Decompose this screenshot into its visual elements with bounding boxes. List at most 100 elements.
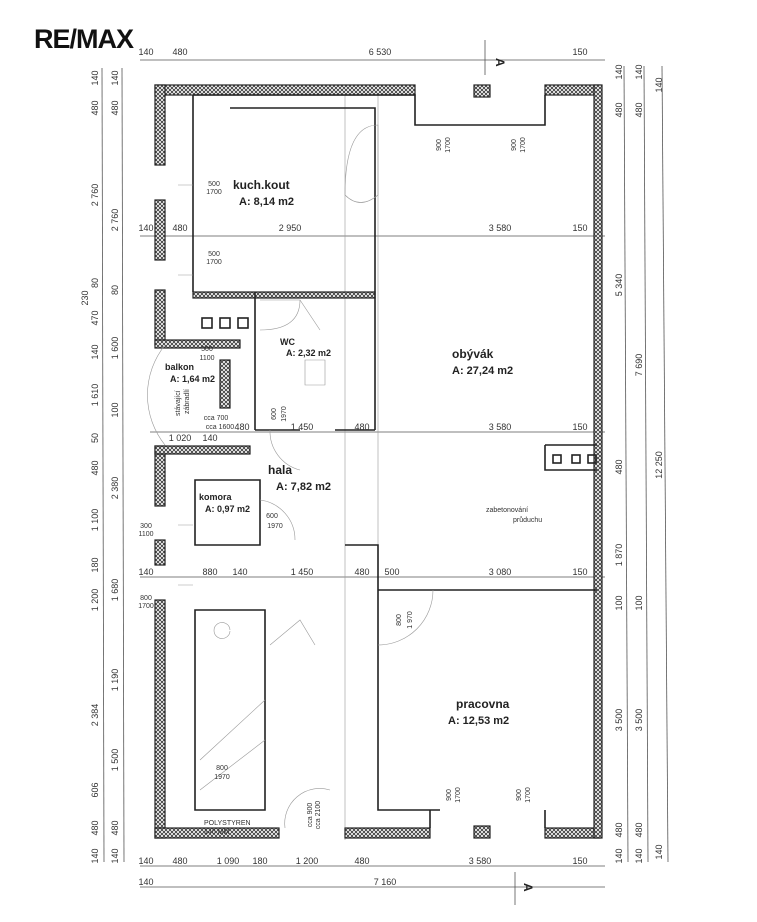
section-marker-bottom: A [521, 883, 535, 892]
room-balcony-name: balkon [165, 362, 194, 372]
dim-label-row4: 140 [138, 567, 153, 577]
dim-label-row3: 3 580 [489, 422, 512, 432]
dim-label-right1: 140 [614, 848, 624, 863]
dim-label-left1: 2 760 [90, 184, 100, 207]
room-hall-area: A: 7,82 m2 [276, 481, 331, 493]
dim-label-right2: 3 500 [634, 709, 644, 732]
note-railing-2: zábradlí [184, 389, 191, 414]
dim-label-left1: 606 [90, 782, 100, 797]
section-marker-top: A [493, 58, 507, 67]
room-wc-area: A: 2,32 m2 [286, 348, 331, 358]
note-duct-1: zabetonování [486, 507, 528, 514]
opening-size-label: 900 [511, 139, 518, 151]
dim-label-left1: 480 [90, 460, 100, 475]
remax-logo: RE/MAX [34, 24, 134, 54]
dim-label-row5: 1 090 [217, 856, 240, 866]
dim-label-left2: 1 500 [110, 749, 120, 772]
opening-size-label: cca 700 [204, 415, 229, 422]
notes: stávající zábradlí zabetonování průduchu… [175, 389, 542, 836]
dim-label-left2: 1 600 [110, 337, 120, 360]
opening-size-label: 800 [140, 595, 152, 602]
dim-label-right1: 1 870 [614, 544, 624, 567]
dim-label-left1: 80 [90, 278, 100, 288]
opening-size-label: 600 [271, 408, 278, 420]
dim-label-row5: 150 [572, 856, 587, 866]
room-hall-name: hala [268, 463, 292, 477]
dim-label-left1: 140 [90, 70, 100, 85]
dim-label-right2: 100 [634, 595, 644, 610]
room-balcony-area: A: 1,64 m2 [170, 374, 215, 384]
dim-label-right1: 480 [614, 102, 624, 117]
dim-label-top: 6 530 [369, 47, 392, 57]
room-storage-name: komora [199, 492, 233, 502]
dim-label-row4: 500 [384, 567, 399, 577]
walls [147, 84, 603, 839]
dim-label-left2: 1 190 [110, 669, 120, 692]
dim-label-row3: 150 [572, 422, 587, 432]
dim-label-row3: 480 [354, 422, 369, 432]
room-living-area: A: 27,24 m2 [452, 365, 513, 377]
opening-size-label: 1970 [214, 774, 230, 781]
dim-label-row5: 480 [354, 856, 369, 866]
room-kitchen-area: A: 8,14 m2 [239, 196, 294, 208]
room-storage-area: A: 0,97 m2 [205, 504, 250, 514]
dim-label-row4: 150 [572, 567, 587, 577]
dim-label-top: 150 [572, 47, 587, 57]
dim-label-right2: 480 [634, 102, 644, 117]
dim-label-right1: 480 [614, 822, 624, 837]
opening-size-label: 1100 [199, 355, 214, 362]
dim-label-left2: 80 [110, 285, 120, 295]
dim-label-right1: 5 340 [614, 274, 624, 297]
opening-size-label: 1700 [520, 137, 527, 153]
dim-label-left2: 480 [110, 820, 120, 835]
opening-size-label: 800 [216, 765, 228, 772]
dim-label-right1: 140 [614, 64, 624, 79]
dim-label-right3: 12 250 [654, 451, 664, 479]
dim-label-left2: 480 [110, 100, 120, 115]
dim-label-left1: 480 [90, 820, 100, 835]
opening-size-label: 900 [446, 789, 453, 801]
opening-size-label: 1100 [138, 531, 153, 538]
dim-label-row2: 2 950 [279, 223, 302, 233]
opening-size-label: 500 [208, 181, 220, 188]
opening-size-label: 1 970 [407, 611, 414, 629]
dim-label-row5: 3 580 [469, 856, 492, 866]
dim-label-left2: 1 680 [110, 579, 120, 602]
dim-label-right3: 140 [654, 844, 664, 859]
dim-label-row2: 140 [138, 223, 153, 233]
dim-label-row5: 140 [138, 856, 153, 866]
opening-size-label: 1700 [525, 787, 532, 803]
note-insulation-1: POLYSTYREN [204, 820, 251, 827]
section-markers: A A [484, 40, 535, 905]
dim-label-right1: 3 500 [614, 709, 624, 732]
dim-label-left2: 140 [110, 70, 120, 85]
room-study-area: A: 12,53 m2 [448, 715, 509, 727]
opening-size-label: cca 2100 [315, 801, 322, 830]
opening-size-label: 1970 [281, 406, 288, 422]
dim-label-left1: 1 610 [90, 384, 100, 407]
opening-size-label: 500 [208, 251, 220, 258]
room-study-name: pracovna [456, 697, 510, 711]
dimension-lines [101, 59, 669, 888]
dim-label-row6: 7 160 [374, 877, 397, 887]
note-railing-1: stávající [175, 390, 182, 416]
dim-label-right2: 480 [634, 822, 644, 837]
dim-label-top: 140 [138, 47, 153, 57]
opening-size-label: 300 [140, 523, 152, 530]
dim-label-left1: 50 [90, 433, 100, 443]
dim-label-left1: 1 200 [90, 589, 100, 612]
room-labels: kuch.kout A: 8,14 m2 obývák A: 27,24 m2 … [165, 178, 513, 727]
dim-label-row5: 480 [172, 856, 187, 866]
dim-label-left2: 2 380 [110, 477, 120, 500]
dim-label-row6: 140 [138, 877, 153, 887]
dim-label-left1: 140 [90, 848, 100, 863]
dim-label-row3: 140 [202, 433, 217, 443]
opening-size-label: 900 [516, 789, 523, 801]
opening-size-label: 500 [201, 346, 213, 353]
dim-label-left1: 480 [90, 100, 100, 115]
dim-label-left1: 2 384 [90, 704, 100, 727]
room-wc-name: WC [280, 337, 295, 347]
dim-label-left1: 180 [90, 557, 100, 572]
